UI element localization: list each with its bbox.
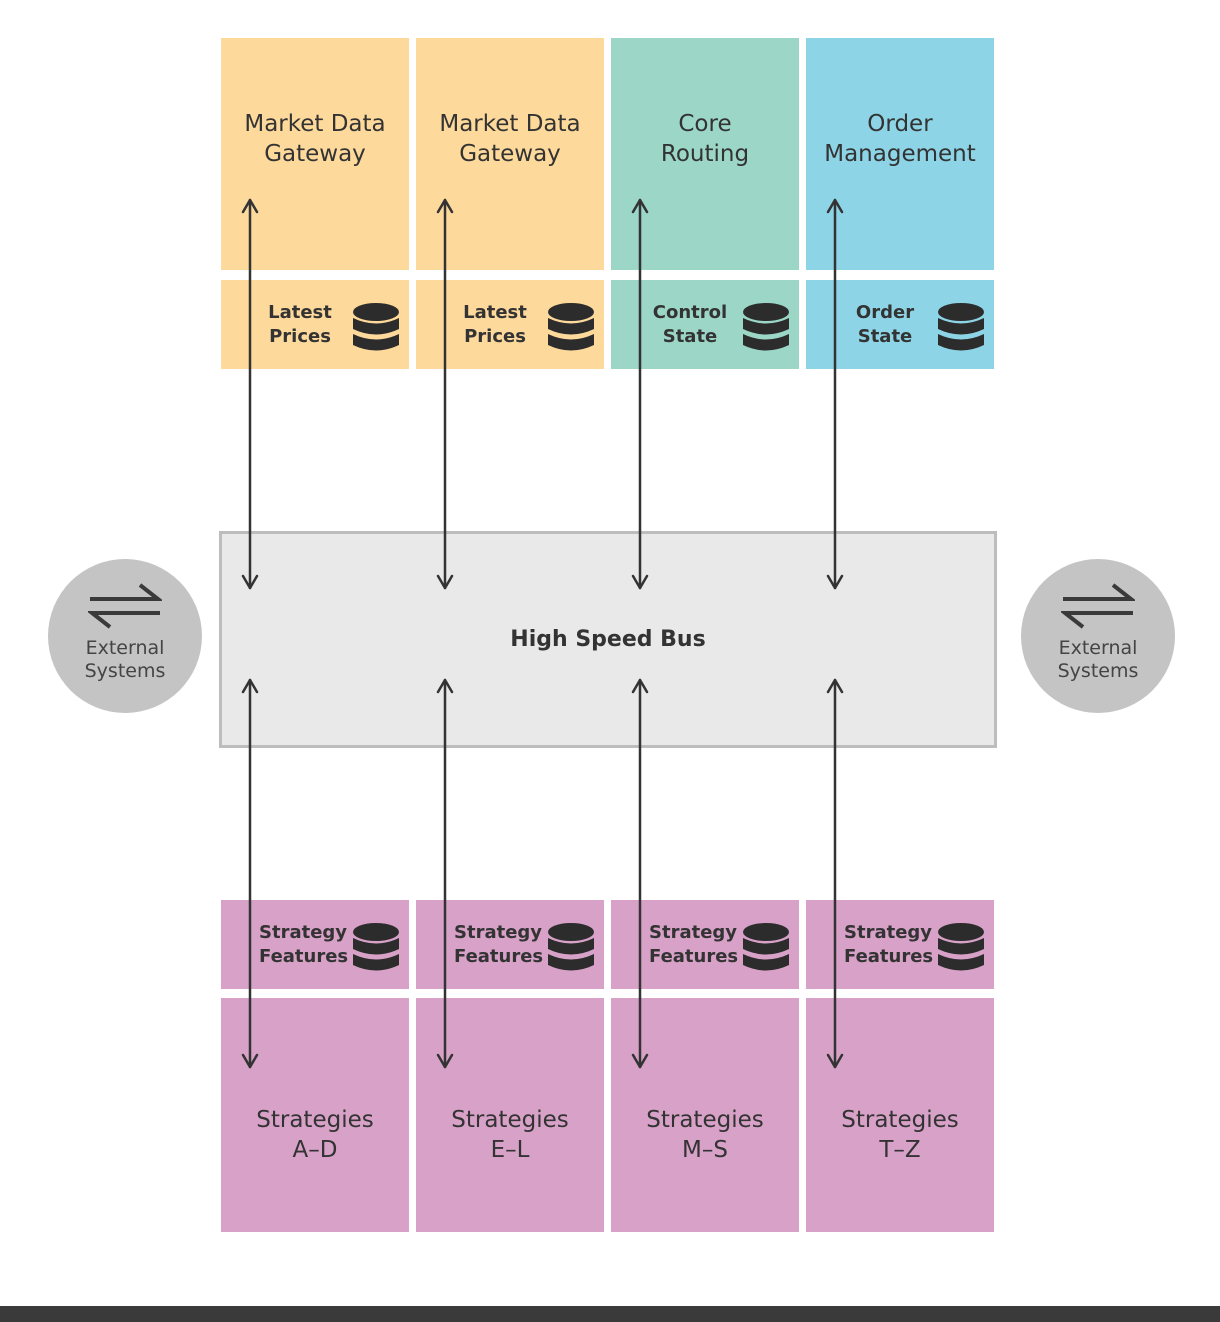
exchange-arrows-icon	[1061, 583, 1135, 629]
arrow-bus-to-strategies-2	[436, 678, 454, 1069]
database-icon	[938, 303, 984, 351]
database-icon	[743, 303, 789, 351]
arrow-bus-to-strategies-1	[241, 678, 259, 1069]
strategy-features-store-3: Strategy Features	[611, 900, 799, 989]
strategies-m-s: Strategies M–S	[611, 998, 799, 1232]
database-icon	[353, 923, 399, 971]
strategies-t-z: Strategies T–Z	[806, 998, 994, 1232]
store-label: Latest Prices	[463, 301, 527, 347]
latest-prices-store-2: Latest Prices	[416, 280, 604, 369]
high-speed-bus: High Speed Bus	[219, 531, 997, 748]
footer-bar	[0, 1306, 1220, 1322]
external-systems-left: External Systems	[48, 559, 202, 713]
database-icon	[743, 923, 789, 971]
store-label: Order State	[855, 301, 915, 347]
arrow-bus-to-strategies-3	[631, 678, 649, 1069]
arrow-gateway-1-to-bus	[241, 198, 259, 590]
core-routing: Core Routing	[611, 38, 799, 270]
database-icon	[353, 303, 399, 351]
strategies-e-l: Strategies E–L	[416, 998, 604, 1232]
external-systems-right: External Systems	[1021, 559, 1175, 713]
database-icon	[548, 923, 594, 971]
control-state-store: Control State	[611, 280, 799, 369]
database-icon	[548, 303, 594, 351]
order-state-store: Order State	[806, 280, 994, 369]
external-systems-label: External Systems	[84, 637, 166, 682]
database-icon	[938, 923, 984, 971]
store-label: Strategy Features	[454, 921, 544, 967]
store-label: Strategy Features	[649, 921, 739, 967]
arrow-gateway-2-to-bus	[436, 198, 454, 590]
store-label: Strategy Features	[844, 921, 934, 967]
arrow-bus-to-strategies-4	[826, 678, 844, 1069]
strategy-features-store-1: Strategy Features	[221, 900, 409, 989]
latest-prices-store-1: Latest Prices	[221, 280, 409, 369]
external-systems-label: External Systems	[1057, 637, 1139, 682]
order-management: Order Management	[806, 38, 994, 270]
arrow-orders-to-bus	[826, 198, 844, 590]
strategies-a-d: Strategies A–D	[221, 998, 409, 1232]
store-label: Latest Prices	[268, 301, 332, 347]
bus-label: High Speed Bus	[510, 627, 706, 652]
market-data-gateway-1: Market Data Gateway	[221, 38, 409, 270]
arrow-routing-to-bus	[631, 198, 649, 590]
store-label: Strategy Features	[259, 921, 349, 967]
exchange-arrows-icon	[88, 583, 162, 629]
strategy-features-store-2: Strategy Features	[416, 900, 604, 989]
store-label: Control State	[652, 301, 728, 347]
market-data-gateway-2: Market Data Gateway	[416, 38, 604, 270]
strategy-features-store-4: Strategy Features	[806, 900, 994, 989]
